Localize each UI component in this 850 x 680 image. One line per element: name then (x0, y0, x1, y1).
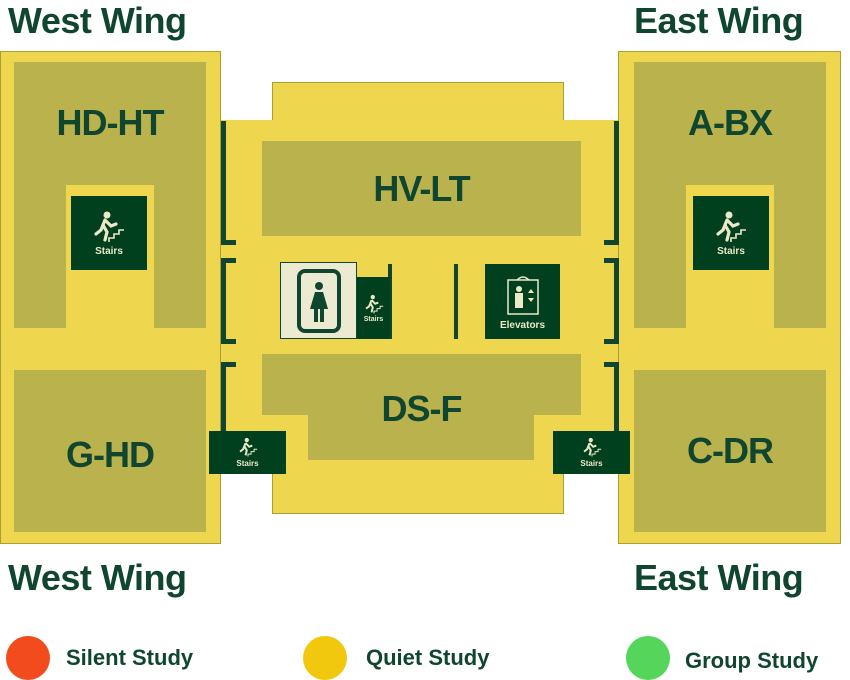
wall-segment (614, 258, 619, 344)
stairs-sign-southwest: Stairs (209, 431, 286, 474)
legend-dot-silent (6, 636, 50, 680)
elevators-sign[interactable]: Elevators (485, 264, 560, 339)
stairs-label: Stairs (363, 315, 384, 323)
stairs-sign-southeast: Stairs (553, 431, 630, 474)
room-g-hd[interactable] (14, 370, 206, 532)
women-restroom-icon (296, 268, 341, 333)
room-label-g-hd: G-HD (66, 434, 155, 475)
wall-segment (221, 258, 226, 344)
stairs-sign-center: Stairs (357, 277, 390, 339)
stairs-sign-west: Stairs (71, 196, 147, 270)
stairs-icon (238, 437, 257, 457)
wall-segment (454, 264, 458, 339)
wall-segment (388, 264, 392, 339)
stairs-label: Stairs (717, 245, 745, 257)
elevator-icon (506, 276, 539, 315)
wall-segment (221, 339, 236, 344)
wall-segment (604, 362, 619, 367)
wall-segment (604, 339, 619, 344)
wall-segment (604, 240, 619, 245)
stairs-label: Stairs (236, 459, 259, 468)
stairs-label: Stairs (580, 459, 603, 468)
east-wing-title-bottom: East Wing (634, 557, 804, 598)
stairs-icon (582, 437, 601, 457)
room-label-c-dr: C-DR (687, 430, 774, 471)
legend-label-silent: Silent Study (66, 645, 194, 670)
wall-segment (604, 258, 619, 263)
legend-label-group: Group Study (685, 648, 819, 673)
wall-segment (221, 258, 236, 263)
legend-label-quiet: Quiet Study (366, 645, 490, 670)
elevators-label: Elevators (499, 320, 546, 331)
wall-segment (221, 121, 226, 245)
wall-segment (221, 362, 236, 367)
stairs-icon (364, 294, 383, 314)
room-c-dr[interactable] (634, 370, 826, 532)
room-label-ds-f: DS-F (381, 388, 463, 429)
wall-segment (614, 362, 619, 432)
wall-segment (614, 121, 619, 245)
legend-dot-group (626, 636, 670, 680)
room-hv-lt[interactable] (262, 141, 581, 236)
wall-segment (221, 240, 236, 245)
stairs-label: Stairs (95, 245, 123, 257)
stairs-icon (94, 211, 124, 242)
east-wing-title-top: East Wing (634, 0, 804, 41)
room-ds-f-lower (308, 414, 534, 460)
stairs-icon (716, 211, 746, 242)
stairs-sign-east: Stairs (693, 196, 769, 270)
legend-dot-quiet (303, 636, 347, 680)
room-label-a-bx: A-BX (688, 102, 773, 143)
room-label-hv-lt: HV-LT (373, 168, 470, 209)
room-label-hd-ht: HD-HT (56, 102, 165, 143)
womens-restroom[interactable] (280, 262, 357, 339)
west-wing-title-top: West Wing (8, 0, 187, 41)
room-ds-f[interactable] (262, 354, 581, 415)
west-wing-title-bottom: West Wing (8, 557, 187, 598)
wall-segment (221, 362, 226, 432)
